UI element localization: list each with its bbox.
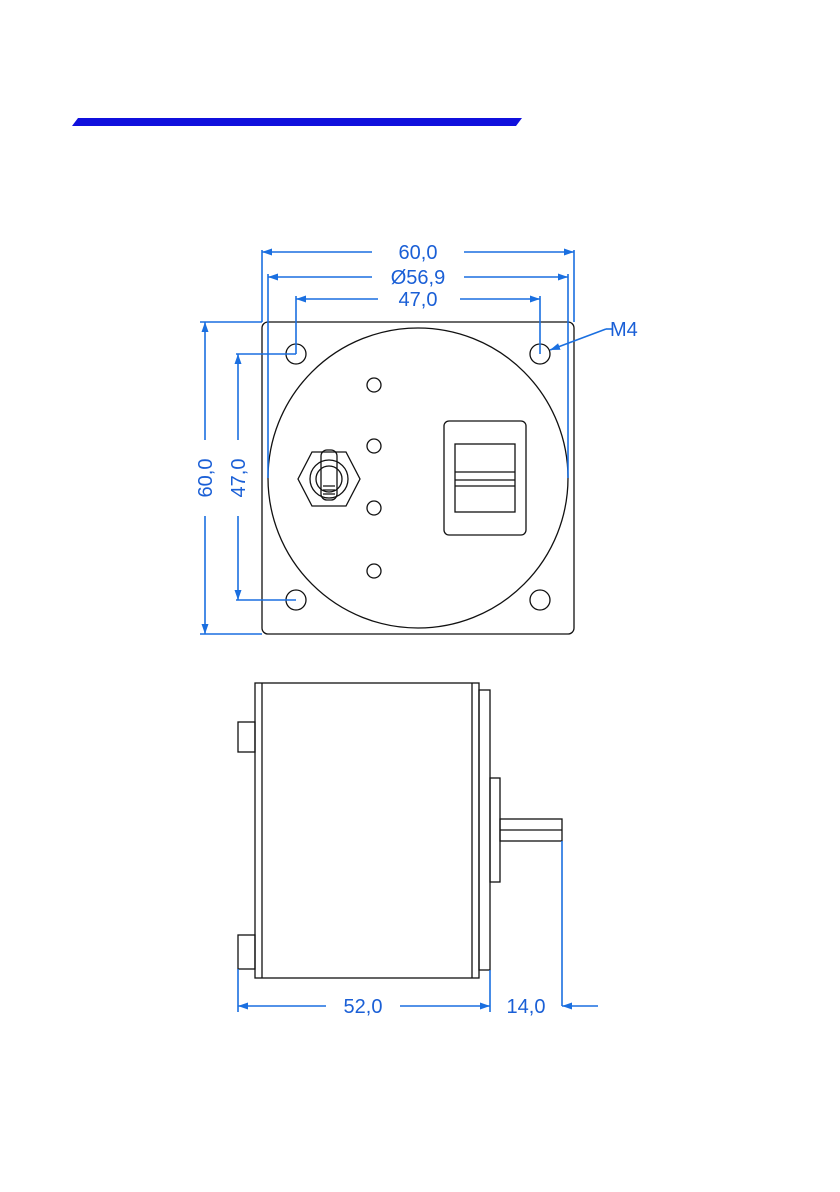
top-switch-knob	[238, 722, 255, 752]
motor-body	[255, 683, 479, 978]
shaft-length-dimension-label: 14,0	[507, 996, 546, 1018]
indicator-hole-3	[367, 501, 381, 515]
indicator-hole-1	[367, 378, 381, 392]
toggle-switch-icon	[298, 450, 360, 506]
side-view-dimensions: 52,0 14,0	[238, 841, 598, 1018]
vertical-hole-spacing-dimension-label: 47,0	[228, 459, 250, 498]
motor-face-circle	[268, 328, 568, 628]
mounting-plate	[262, 322, 574, 634]
shaft-boss	[490, 778, 500, 882]
side-view	[238, 683, 562, 978]
rocker-switch-icon	[444, 421, 526, 535]
front-flange	[479, 690, 490, 970]
hole-spacing-dimension-label: 47,0	[399, 289, 438, 311]
front-view	[262, 322, 574, 634]
body-length-dimension-label: 52,0	[344, 996, 383, 1018]
diameter-dimension-label: Ø56,9	[391, 267, 445, 289]
header-accent-bar	[72, 118, 522, 126]
thread-callout-label: M4	[610, 319, 638, 341]
bottom-switch-knob	[238, 935, 255, 969]
indicator-hole-4	[367, 564, 381, 578]
shaft	[500, 819, 562, 841]
indicator-hole-2	[367, 439, 381, 453]
mounting-hole-bottom-right	[530, 590, 550, 610]
height-dimension-label: 60,0	[195, 459, 217, 498]
width-dimension-label: 60,0	[399, 242, 438, 264]
